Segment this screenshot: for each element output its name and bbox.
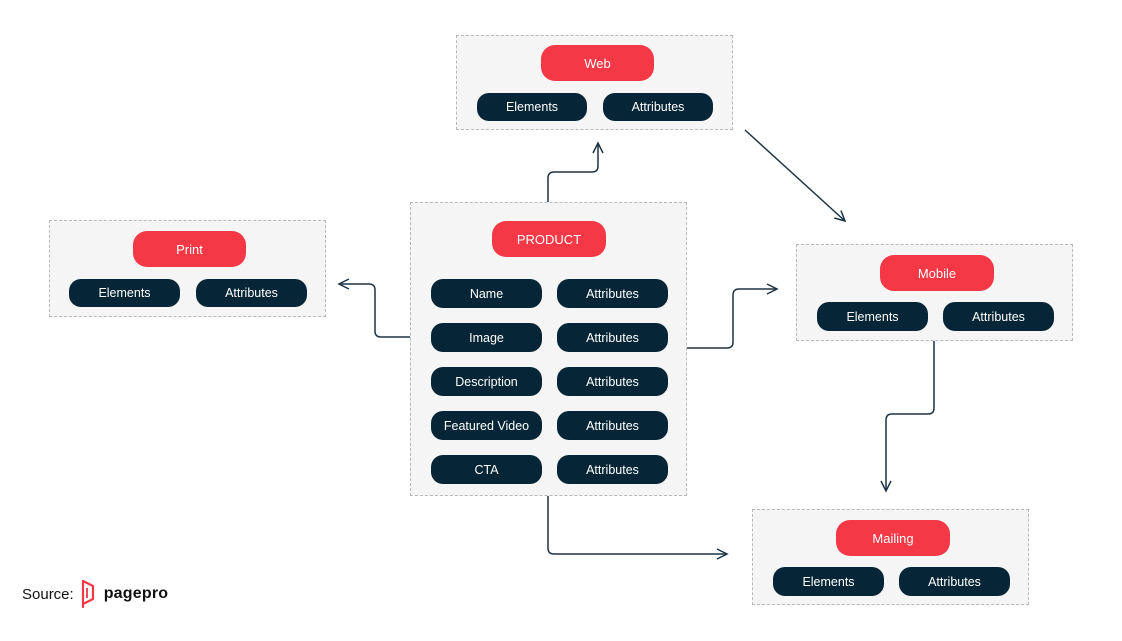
product-row-0-name: Name xyxy=(431,279,542,308)
node-mailing-title: Mailing xyxy=(836,520,950,556)
node-print-title: Print xyxy=(133,231,246,267)
node-web: Web Elements Attributes xyxy=(456,35,733,130)
edge-product-mailing xyxy=(547,495,729,560)
product-row-0-attributes: Attributes xyxy=(557,279,668,308)
product-row-3-attributes: Attributes xyxy=(557,411,668,440)
node-mailing: Mailing Elements Attributes xyxy=(752,509,1029,605)
node-print: Print Elements Attributes xyxy=(49,220,326,317)
source-brand: pagepro xyxy=(103,585,169,602)
source-label: Source: xyxy=(22,585,74,603)
edge-product-print xyxy=(337,278,411,338)
node-web-title: Web xyxy=(541,45,654,81)
node-web-elements: Elements xyxy=(477,93,587,121)
node-print-attributes: Attributes xyxy=(196,279,307,307)
node-mailing-attributes: Attributes xyxy=(899,567,1010,596)
edge-product-mobile xyxy=(687,283,779,349)
node-web-attributes: Attributes xyxy=(603,93,713,121)
product-row-2-name: Description xyxy=(431,367,542,396)
node-product-title: PRODUCT xyxy=(492,221,606,257)
node-mobile-title: Mobile xyxy=(880,255,994,291)
node-mobile-attributes: Attributes xyxy=(943,302,1054,331)
edge-product-web xyxy=(547,141,604,203)
product-row-4-attributes: Attributes xyxy=(557,455,668,484)
product-row-1-name: Image xyxy=(431,323,542,352)
node-product: PRODUCT Name Attributes Image Attributes… xyxy=(410,202,687,496)
edge-mobile-mailing xyxy=(880,341,935,493)
product-row-2-attributes: Attributes xyxy=(557,367,668,396)
product-row-1-attributes: Attributes xyxy=(557,323,668,352)
edge-web-mobile xyxy=(744,129,847,223)
product-row-3-name: Featured Video xyxy=(431,411,542,440)
node-mailing-elements: Elements xyxy=(773,567,884,596)
pagepro-logo-icon xyxy=(81,579,94,609)
node-mobile-elements: Elements xyxy=(817,302,928,331)
source-credit: Source: pagepro xyxy=(22,578,168,610)
node-print-elements: Elements xyxy=(69,279,180,307)
node-mobile: Mobile Elements Attributes xyxy=(796,244,1073,341)
product-row-4-name: CTA xyxy=(431,455,542,484)
